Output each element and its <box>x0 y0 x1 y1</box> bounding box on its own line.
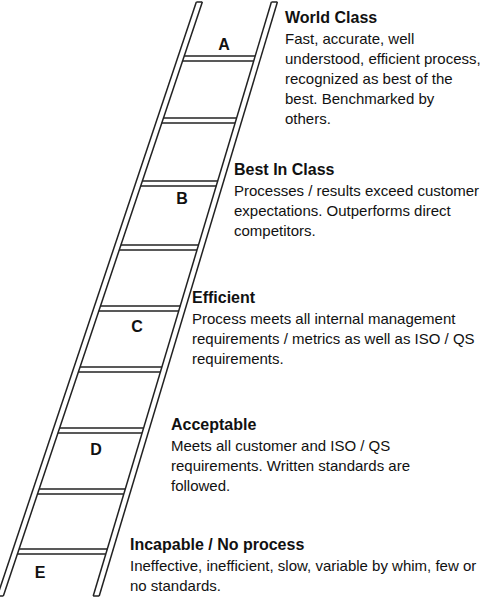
ladder-stroke <box>121 244 199 246</box>
ladder-stroke <box>0 595 3 597</box>
level-description: Ineffective, inefficient, slow, variable… <box>130 556 482 596</box>
ladder-stroke <box>271 1 277 3</box>
level-heading: World Class <box>285 8 481 28</box>
ladder-stroke <box>141 185 217 187</box>
rung-letter: B <box>172 190 192 208</box>
level-description: Fast, accurate, well understood, efficie… <box>285 29 481 129</box>
rung-letter: E <box>30 564 50 582</box>
level-description: Meets all customer and ISO / QS requirem… <box>171 436 461 496</box>
ladder-stroke <box>99 310 179 312</box>
ladder-stroke <box>100 305 180 307</box>
rung-letter: C <box>127 318 147 336</box>
ladder-stroke <box>163 117 236 119</box>
ladder-stroke <box>93 595 99 597</box>
ladder-stroke <box>183 60 254 62</box>
ladder-stroke <box>39 488 125 490</box>
ladder-stroke <box>184 55 255 57</box>
rung-letter: A <box>214 36 234 54</box>
level-description: Processes / results exceed customer expe… <box>234 181 482 241</box>
ladder-stroke <box>60 427 144 429</box>
rung-letter: D <box>86 441 106 459</box>
ladder-stroke <box>17 553 105 555</box>
level-heading: Best In Class <box>234 160 482 180</box>
ladder-stroke <box>142 180 217 182</box>
level-heading: Acceptable <box>171 415 461 435</box>
ladder-stroke <box>19 548 107 550</box>
ladder-stroke <box>119 249 197 251</box>
ladder-stroke <box>38 493 124 495</box>
ladder-stroke <box>0 2 196 596</box>
level-description: Process meets all internal management re… <box>192 309 482 369</box>
level-heading: Incapable / No process <box>130 535 482 555</box>
ladder-stroke <box>78 371 160 373</box>
ladder-stroke <box>3 2 202 596</box>
ladder-stroke <box>80 366 162 368</box>
level-heading: Efficient <box>192 288 482 308</box>
ladder-stroke <box>196 1 202 3</box>
ladder-stroke <box>58 432 142 434</box>
ladder-stroke <box>162 122 235 124</box>
